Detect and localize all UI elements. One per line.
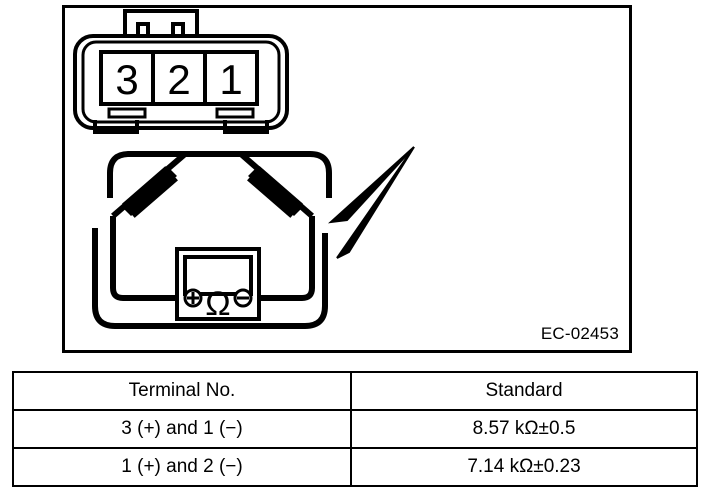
header-terminal-no: Terminal No. (12, 371, 352, 411)
meter-terminal-negative (233, 288, 253, 308)
table-row: 3 (+) and 1 (−) 8.57 kΩ±0.5 (12, 409, 698, 449)
wiring-test-diagram: 3 2 1 (73, 9, 415, 329)
leader-pointer (327, 146, 415, 259)
ohmmeter-graphic: Ω (175, 247, 261, 323)
connector-pin-label-1: 1 (219, 56, 242, 103)
ohm-symbol: Ω (205, 285, 230, 323)
meter-terminal-positive (183, 288, 203, 308)
test-probe-left (111, 151, 187, 219)
figure-reference-code: EC-02453 (540, 324, 619, 343)
figure-panel: 3 2 1 (62, 5, 632, 353)
specification-table: Terminal No. Standard 3 (+) and 1 (−) 8.… (12, 371, 698, 487)
header-standard: Standard (350, 371, 698, 411)
cell-standard-row-2: 7.14 kΩ±0.23 (350, 447, 698, 487)
cell-terminal-row-1: 3 (+) and 1 (−) (12, 409, 352, 449)
cell-terminal-row-2: 1 (+) and 2 (−) (12, 447, 352, 487)
connector-graphic: 3 2 1 (73, 9, 289, 134)
cell-standard-row-1: 8.57 kΩ±0.5 (350, 409, 698, 449)
table-row: 1 (+) and 2 (−) 7.14 kΩ±0.23 (12, 447, 698, 487)
connector-pin-label-3: 3 (115, 56, 138, 103)
test-probe-right (239, 151, 314, 219)
table-header-row: Terminal No. Standard (12, 371, 698, 411)
connector-pin-label-2: 2 (167, 56, 190, 103)
test-lead-wires (92, 151, 332, 329)
